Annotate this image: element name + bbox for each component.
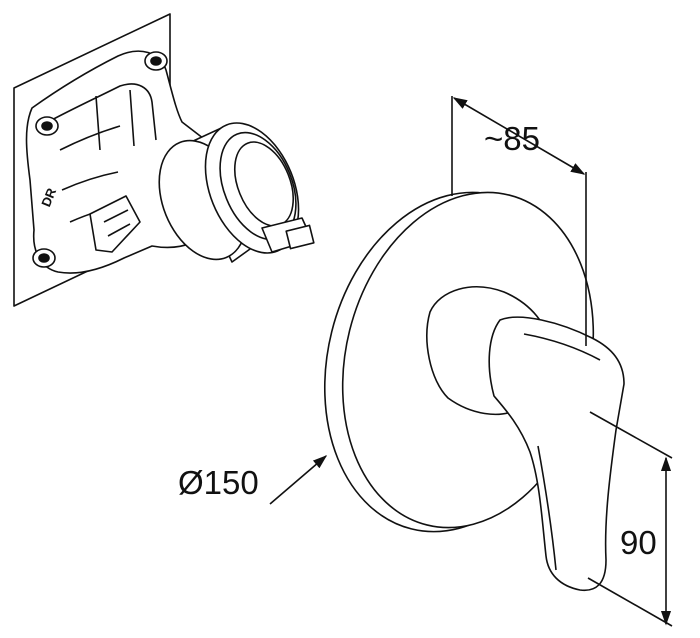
lever-crease (523, 333, 601, 571)
trim-assembly (323, 191, 625, 592)
height-extension-top (589, 411, 673, 459)
height-dimension-label: 90 (620, 524, 657, 561)
dimension-lines (269, 96, 673, 627)
spindle-tip (285, 224, 315, 250)
mounting-screw (35, 116, 59, 136)
diameter-dimension-label: Ø150 (178, 464, 259, 501)
housing-lug-detail (103, 209, 131, 237)
diameter-leader-line (269, 455, 328, 505)
depth-dimension-line (452, 97, 586, 175)
part-marking: DR (38, 185, 59, 209)
mounting-screw (144, 51, 168, 71)
concealed-mixer-body (13, 13, 315, 307)
lever-handle (488, 316, 625, 592)
height-extension-bottom (587, 577, 673, 627)
mounting-screw (32, 248, 56, 268)
depth-dimension-label: ~85 (484, 120, 540, 157)
